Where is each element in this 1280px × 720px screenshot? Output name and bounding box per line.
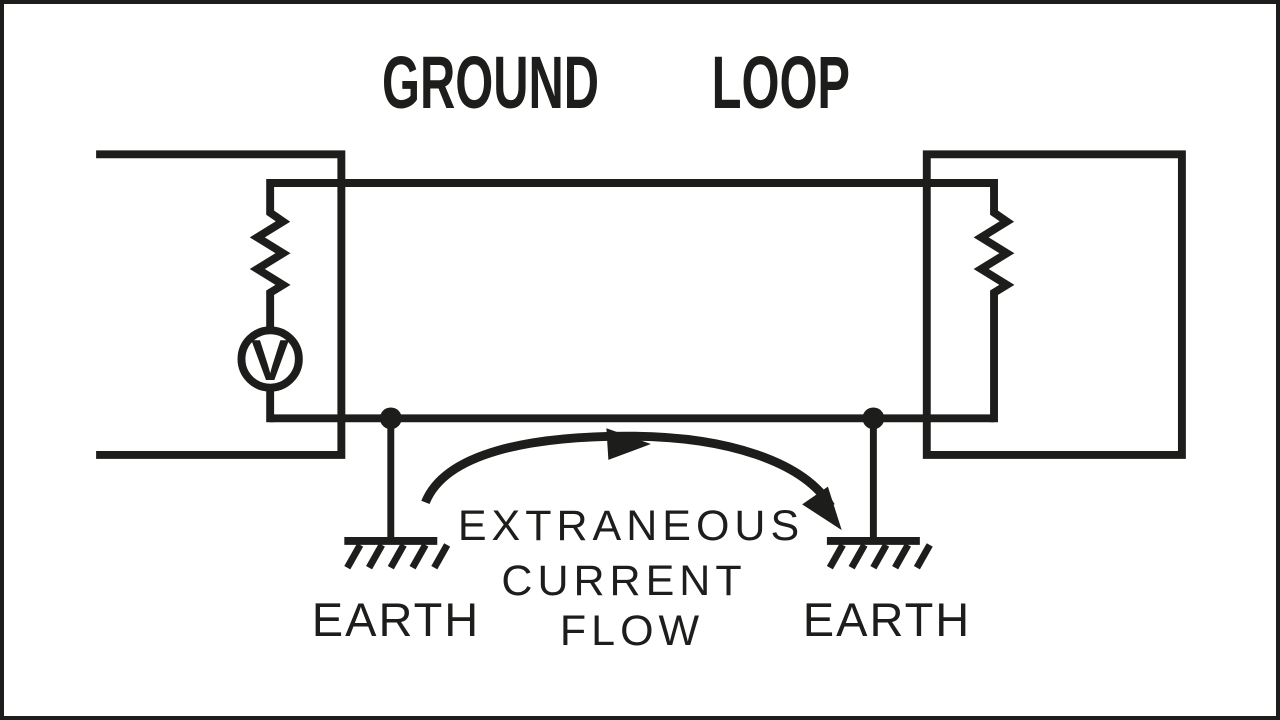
left-device-box [96, 150, 346, 459]
right-resistor-icon [973, 179, 1015, 423]
page-title-wrap: GROUND LOOP [261, 46, 970, 120]
left-resistor-icon [249, 179, 291, 332]
voltmeter-icon [237, 326, 303, 392]
earth-ground-icon-left [344, 537, 451, 570]
voltmeter-label: V [251, 329, 289, 393]
current-flow-mid-arrowhead-icon [606, 428, 651, 460]
earth-label-left: EARTH [311, 593, 481, 646]
current-flow-end-arrowhead-icon [802, 486, 842, 531]
page-title: GROUND LOOP [381, 41, 851, 124]
extraneous-label-line1: EXTRANEOUS [457, 502, 805, 550]
earth-label-right: EARTH [802, 593, 972, 646]
extraneous-label-line3: FLOW [559, 607, 705, 655]
right-device-box [922, 150, 1186, 459]
earth-ground-icon-right [827, 541, 930, 568]
circuit-schematic-svg: V [96, 150, 1186, 716]
extraneous-label-line2: CURRENT [501, 557, 747, 605]
